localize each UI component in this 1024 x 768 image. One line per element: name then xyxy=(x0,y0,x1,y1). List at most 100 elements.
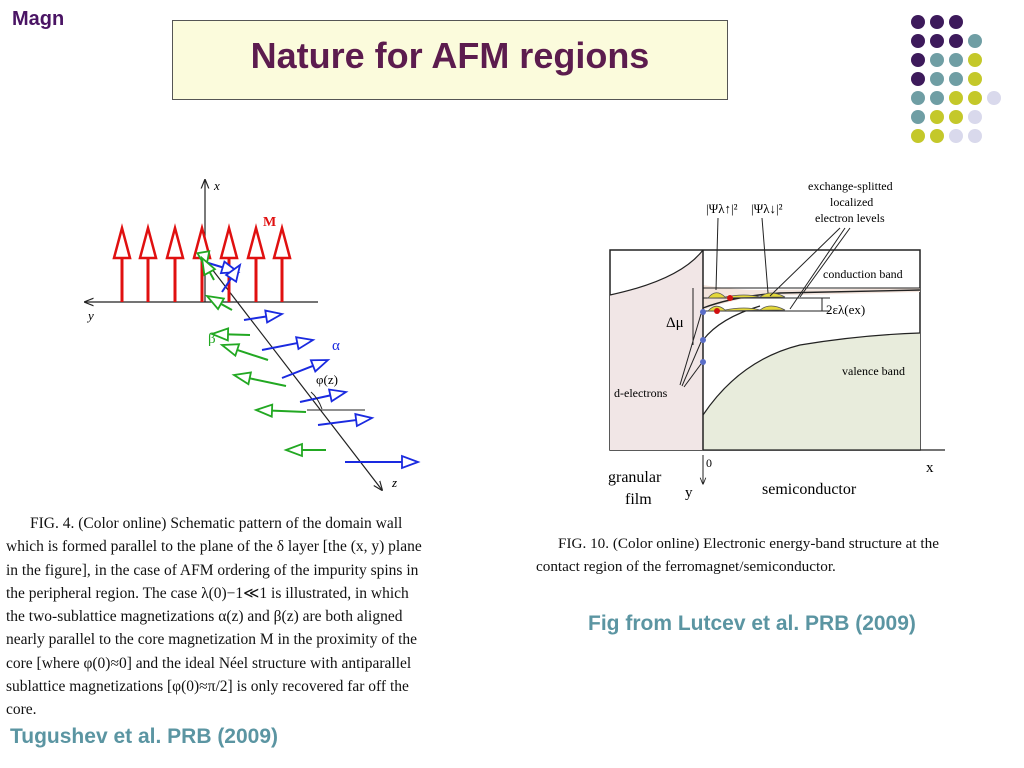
alpha-arrow-shaft xyxy=(299,394,331,403)
z-axis-label: z xyxy=(391,475,397,490)
levels-pointer-3 xyxy=(799,227,851,298)
granular-label-line2: film xyxy=(625,491,652,508)
decorative-dot xyxy=(930,34,944,48)
decorative-dot xyxy=(968,110,982,124)
alpha-label: α xyxy=(332,338,340,354)
beta-arrow-head xyxy=(231,371,253,386)
left-figure-caption: FIG. 4. (Color online) Schematic pattern… xyxy=(6,512,500,722)
decorative-dot xyxy=(949,91,963,105)
d-electron-1 xyxy=(700,309,706,315)
levels-label-line1: exchange-splitted xyxy=(808,179,893,193)
two-eps-label: 2ελ(ex) xyxy=(826,302,865,317)
d-electron-pointer-1 xyxy=(679,313,702,386)
phi-label: φ(z) xyxy=(316,372,338,387)
decorative-dot xyxy=(968,129,982,143)
title-box: Nature for AFM regions xyxy=(172,20,728,100)
beta-arrow-head xyxy=(283,442,303,458)
decorative-dot xyxy=(911,91,925,105)
decorative-dot-grid xyxy=(911,15,1001,143)
alpha-sublattice-arrows xyxy=(204,260,421,470)
alpha-arrow-head xyxy=(354,412,375,428)
caption-line: FIG. 4. (Color online) Schematic pattern… xyxy=(30,515,403,532)
caption-line: FIG. 10. (Color online) Electronic energ… xyxy=(558,535,939,552)
alpha-arrow-head xyxy=(327,388,349,403)
caption-line: the two-sublattice magnetizations α(z) a… xyxy=(6,608,403,626)
decorative-dot xyxy=(949,72,963,86)
d-electron-pointer-3 xyxy=(683,363,702,388)
decorative-dot xyxy=(968,53,982,67)
x-label: x xyxy=(926,460,934,476)
caption-line: the peripheral region. The case λ(0)−1≪1… xyxy=(6,584,409,602)
decorative-dot xyxy=(911,129,925,143)
levels-label-line2: localized xyxy=(830,195,873,209)
levels-pointer-2 xyxy=(789,227,846,310)
decorative-dot xyxy=(949,15,963,29)
beta-arrow-head xyxy=(200,255,217,277)
psi-up-wavefunction xyxy=(707,292,786,299)
decorative-dot xyxy=(930,15,944,29)
beta-arrow-shaft xyxy=(271,409,307,413)
z-axis xyxy=(204,259,382,490)
decorative-dot xyxy=(987,91,1001,105)
beta-label: β xyxy=(208,331,216,347)
right-credit: Fig from Lutcev et al. PRB (2009) xyxy=(588,612,916,635)
alpha-arrow-shaft xyxy=(281,364,314,379)
beta-arrow-head xyxy=(204,294,226,311)
decorative-dot xyxy=(911,34,925,48)
valence-band-region xyxy=(703,333,920,450)
m-arrow-head xyxy=(272,223,292,260)
beta-arrow-head xyxy=(253,403,274,418)
alpha-arrow-shaft xyxy=(243,315,267,321)
psi-up-label: |Ψλ↑|² xyxy=(706,201,738,216)
caption-line: core. xyxy=(6,701,37,719)
delta-mu-label: Δμ xyxy=(666,315,684,331)
m-arrow-head xyxy=(138,223,158,260)
decorative-dot xyxy=(930,129,944,143)
phi-arc xyxy=(310,391,323,410)
valence-band-label: valence band xyxy=(842,364,905,378)
beta-arrow-shaft xyxy=(227,333,251,336)
decorative-dot xyxy=(949,129,963,143)
decorative-dot xyxy=(968,72,982,86)
y-axis-label: y xyxy=(86,308,94,323)
domain-wall-diagram: x y z M α β φ(z) xyxy=(60,178,421,500)
m-arrow-head xyxy=(112,223,132,260)
caption-line: which is formed parallel to the plane of… xyxy=(6,538,422,556)
decorative-dot xyxy=(949,34,963,48)
m-arrow-head xyxy=(219,223,239,260)
alpha-arrow-shaft xyxy=(221,277,232,293)
beta-arrow-shaft xyxy=(249,377,287,387)
d-electron-pointer-2 xyxy=(681,341,702,387)
decorative-dot xyxy=(968,91,982,105)
decorative-dot xyxy=(930,110,944,124)
alpha-arrow-head xyxy=(295,336,316,351)
granular-label-line1: granular xyxy=(608,469,662,486)
decorative-dot xyxy=(911,53,925,67)
decorative-dot xyxy=(911,110,925,124)
decorative-dot xyxy=(949,53,963,67)
decorative-dot xyxy=(930,53,944,67)
corner-label: Magn xyxy=(12,8,65,30)
y-label: y xyxy=(685,485,693,501)
zero-label: 0 xyxy=(706,456,712,470)
alpha-arrow-head xyxy=(264,309,285,324)
decorative-dot xyxy=(930,72,944,86)
psi-down-label: |Ψλ↓|² xyxy=(751,201,783,216)
beta-arrow-shaft xyxy=(220,302,233,311)
right-figure-caption: FIG. 10. (Color online) Electronic energ… xyxy=(536,532,1016,579)
semiconductor-label: semiconductor xyxy=(762,481,857,498)
m-arrow-head xyxy=(165,223,185,260)
levels-label-line3: electron levels xyxy=(815,211,885,225)
beta-arrow-shaft xyxy=(208,271,215,281)
psi-up-pointer xyxy=(715,217,719,291)
decorative-dot xyxy=(968,34,982,48)
decorative-dot xyxy=(930,91,944,105)
caption-line: contact region of the ferromagnet/semico… xyxy=(536,558,836,576)
d-electron-2 xyxy=(700,337,706,343)
psi-down-pointer xyxy=(761,217,769,294)
beta-arrow-shaft xyxy=(236,349,269,361)
spin-up-dot xyxy=(727,295,733,301)
slide-title: Nature for AFM regions xyxy=(250,35,650,76)
beta-arrow-head xyxy=(219,343,241,358)
film-boundary-curve xyxy=(609,249,704,296)
